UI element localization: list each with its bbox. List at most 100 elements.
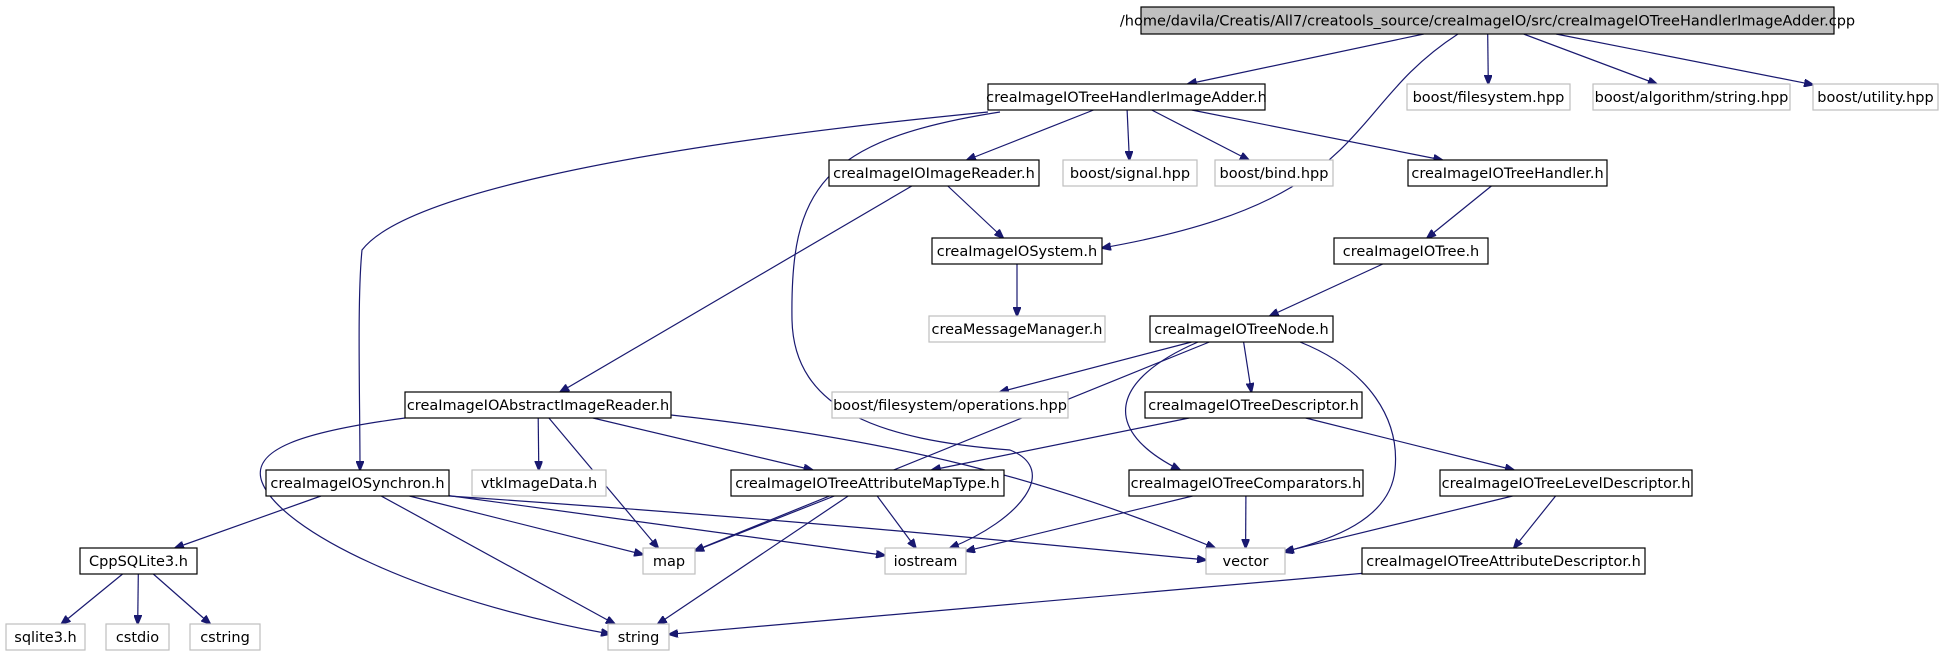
node-box (189, 623, 261, 651)
node-box (730, 469, 1005, 497)
node-system[interactable]: creaImageIOSystem.h (931, 237, 1103, 265)
node-box (265, 469, 450, 497)
edge-treenode-to-boost_ops (1000, 341, 1192, 392)
node-box (987, 83, 1266, 111)
node-box (471, 469, 607, 497)
edge-attrmap-to-string (658, 495, 849, 624)
edge-root-to-tha_h (1188, 33, 1424, 84)
node-comparators[interactable]: creaImageIOTreeComparators.h (1128, 469, 1364, 497)
node-label: boost/utility.hpp (1817, 90, 1933, 106)
node-string: string (607, 623, 670, 651)
node-label: sqlite3.h (14, 630, 76, 646)
node-label: creaImageIOTreeLevelDescriptor.h (1442, 476, 1691, 492)
node-box (642, 547, 696, 575)
node-boost_fs: boost/filesystem.hpp (1406, 83, 1571, 111)
node-box (1333, 237, 1489, 265)
edge-root-to-boost_fs (1488, 33, 1489, 84)
node-sqlite3: sqlite3.h (5, 623, 86, 651)
node-box (1439, 469, 1693, 497)
node-vtkimg: vtkImageData.h (471, 469, 607, 497)
node-label: map (653, 554, 685, 570)
node-msgmgr: creaMessageManager.h (928, 315, 1106, 343)
node-label: boost/signal.hpp (1070, 166, 1190, 182)
node-box (1361, 547, 1646, 575)
node-box (1407, 159, 1608, 187)
node-label: cstring (200, 630, 250, 646)
node-treehandler[interactable]: creaImageIOTreeHandler.h (1407, 159, 1608, 187)
node-box (1144, 391, 1363, 419)
edge-treenode-to-map (695, 341, 1210, 551)
edge-synchron-to-iostream (448, 495, 885, 556)
edge-root-to-boost_util (1555, 33, 1813, 85)
node-box (928, 315, 1106, 343)
node-label: creaImageIOAbstractImageReader.h (407, 398, 669, 414)
edge-tha_h-to-boost_sig (1127, 109, 1129, 160)
node-attrdesc[interactable]: creaImageIOTreeAttributeDescriptor.h (1361, 547, 1646, 575)
node-label: CppSQLite3.h (89, 554, 188, 570)
edge-leveldesc-to-vector (1285, 495, 1513, 551)
node-label: boost/filesystem/operations.hpp (833, 398, 1067, 414)
node-treenode[interactable]: creaImageIOTreeNode.h (1149, 315, 1334, 343)
node-label: creaMessageManager.h (932, 322, 1103, 338)
node-root[interactable]: /home/davila/Creatis/All7/creatools_sour… (1120, 6, 1855, 35)
node-label: string (618, 630, 660, 646)
edge-absreader-to-vtkimg (538, 417, 539, 470)
edge-synchron-to-string (380, 495, 615, 624)
node-label: creaImageIOSynchron.h (270, 476, 444, 492)
node-leveldesc[interactable]: creaImageIOTreeLevelDescriptor.h (1439, 469, 1693, 497)
node-descriptor[interactable]: creaImageIOTreeDescriptor.h (1144, 391, 1363, 419)
node-box (931, 237, 1103, 265)
edge-descriptor-to-leveldesc (1305, 417, 1514, 470)
node-label: creaImageIOTreeHandlerImageAdder.h (986, 90, 1267, 106)
node-iostream: iostream (884, 547, 967, 575)
nodes: /home/davila/Creatis/All7/creatools_sour… (5, 6, 1939, 651)
edge-cppsqlite-to-cstdio (138, 573, 139, 624)
edge-cppsqlite-to-sqlite3 (61, 573, 123, 624)
node-map: map (642, 547, 696, 575)
edge-comparators-to-iostream (966, 495, 1193, 551)
edge-cppsqlite-to-cstring (152, 573, 210, 624)
node-box (1128, 469, 1364, 497)
edges (61, 33, 1813, 634)
edge-attrmap-to-map (695, 495, 835, 551)
node-box (884, 547, 967, 575)
edge-attrmap-to-iostream (876, 495, 916, 548)
node-label: creaImageIOImageReader.h (833, 166, 1035, 182)
edge-tha_h-to-treehandler (1191, 109, 1443, 160)
node-box (607, 623, 670, 651)
node-box (1062, 159, 1198, 187)
node-boost_sig: boost/signal.hpp (1062, 159, 1198, 187)
edge-treenode-to-vector (1284, 341, 1397, 552)
node-cppsqlite[interactable]: CppSQLite3.h (79, 547, 198, 575)
node-synchron[interactable]: creaImageIOSynchron.h (265, 469, 450, 497)
edge-leveldesc-to-attrdesc (1514, 495, 1557, 548)
node-tha_h[interactable]: creaImageIOTreeHandlerImageAdder.h (986, 83, 1267, 111)
edge-treehandler-to-tree (1427, 185, 1492, 238)
edge-tha_h-to-synchron (359, 111, 989, 470)
node-box (404, 391, 672, 419)
node-reader[interactable]: creaImageIOImageReader.h (828, 159, 1040, 187)
node-label: boost/algorithm/string.hpp (1595, 90, 1789, 106)
node-label: iostream (894, 554, 958, 570)
edge-reader-to-system (947, 185, 1003, 238)
node-box (79, 547, 198, 575)
node-absreader[interactable]: creaImageIOAbstractImageReader.h (404, 391, 672, 419)
node-label: creaImageIOTreeNode.h (1154, 322, 1328, 338)
node-box (1140, 6, 1835, 35)
edge-treenode-to-descriptor (1243, 341, 1252, 392)
node-label: creaImageIOTreeDescriptor.h (1148, 398, 1359, 414)
node-box (1205, 547, 1286, 575)
node-label: creaImageIOTreeAttributeDescriptor.h (1366, 554, 1641, 570)
edge-attrdesc-to-string (669, 572, 1363, 634)
edge-tree-to-treenode (1270, 263, 1384, 316)
node-label: creaImageIOSystem.h (937, 244, 1097, 260)
node-attrmap[interactable]: creaImageIOTreeAttributeMapType.h (730, 469, 1005, 497)
node-box (1149, 315, 1334, 343)
node-tree[interactable]: creaImageIOTree.h (1333, 237, 1489, 265)
edge-synchron-to-vector (448, 495, 1206, 560)
node-label: creaImageIOTreeAttributeMapType.h (735, 476, 999, 492)
edge-root-to-boost_alg (1523, 33, 1657, 84)
edge-tha_h-to-reader (967, 109, 1094, 160)
node-boost_util: boost/utility.hpp (1812, 83, 1939, 111)
